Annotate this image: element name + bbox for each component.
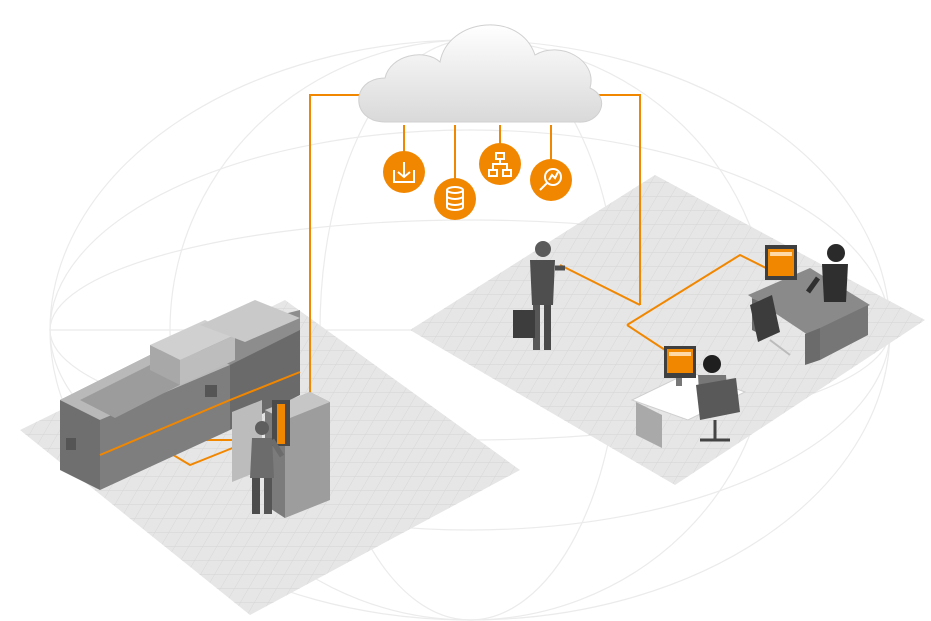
connection-lines: [164, 94, 771, 467]
production-machine: [60, 300, 301, 490]
monitor-icon: [664, 346, 696, 386]
control-cabinet: [232, 392, 330, 518]
cloud-to-factory-line: [309, 94, 370, 395]
cloud-service-analytics: [530, 159, 572, 201]
cloud-to-office-line: [595, 94, 641, 305]
cloud: [358, 24, 603, 123]
office-chair: [750, 295, 791, 356]
workstation-desk: [630, 346, 747, 448]
cloud-service-inbox: [383, 151, 425, 193]
inbox-download-icon: [393, 162, 415, 183]
cloud-service-database: [434, 178, 476, 220]
analytics-search-icon: [539, 168, 562, 191]
cloud-service-network: [479, 143, 521, 185]
operator-technician: [250, 421, 285, 514]
database-icon: [446, 186, 464, 211]
manager-desk: [748, 244, 870, 365]
service-stems: [403, 125, 552, 180]
monitor-icon: [765, 245, 797, 280]
manager-employee: [805, 244, 848, 302]
office-network-line-2: [626, 324, 666, 351]
office-network-line: [626, 253, 771, 326]
network-hierarchy-icon: [488, 152, 512, 177]
seated-employee: [696, 355, 740, 442]
office-network-line-3: [559, 264, 641, 306]
visitor-with-briefcase: [513, 241, 565, 350]
